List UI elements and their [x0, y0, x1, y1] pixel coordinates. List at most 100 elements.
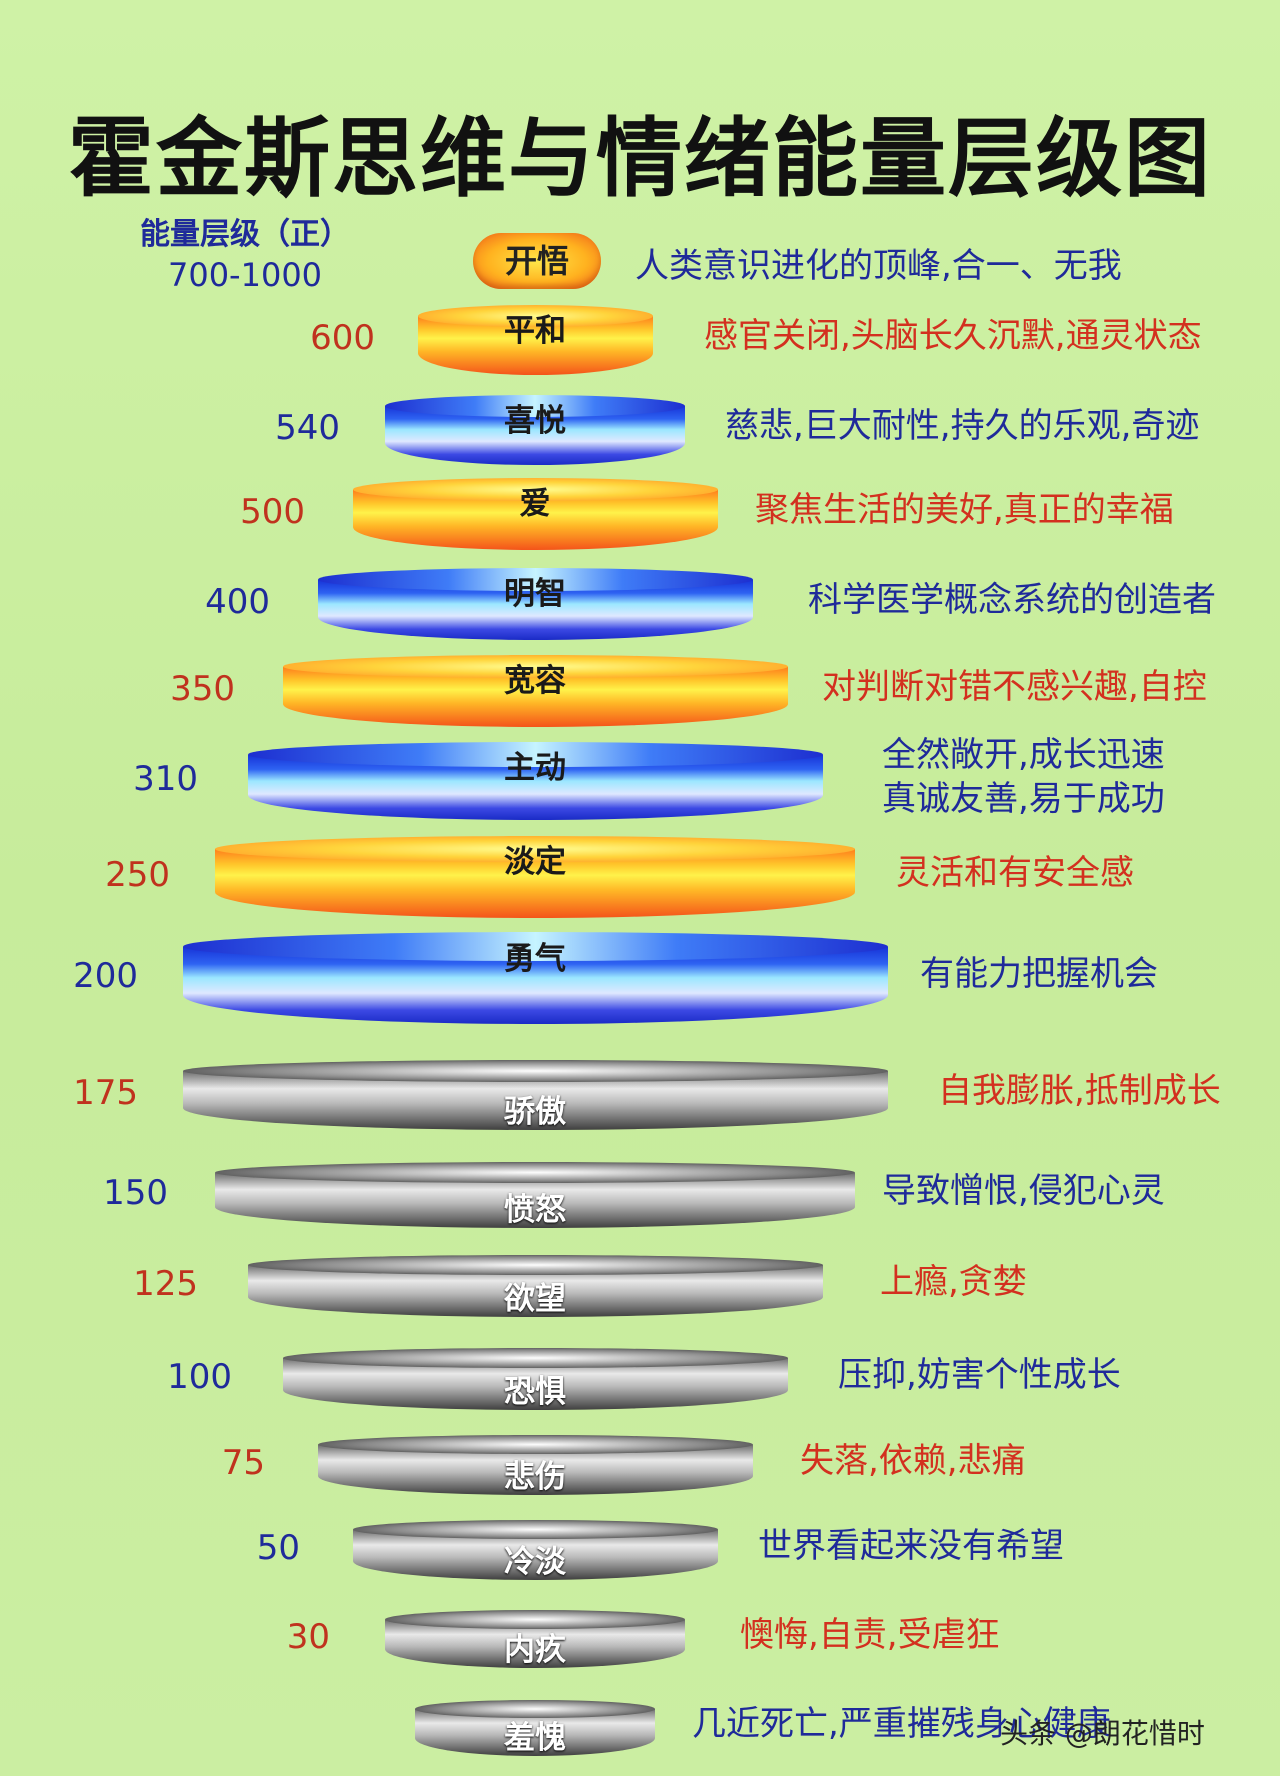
band-top-ellipse: [385, 395, 685, 417]
level-band-11: 欲望: [247, 1255, 823, 1317]
band-top-ellipse: [317, 1435, 753, 1454]
band-top-ellipse: [385, 1610, 685, 1629]
band-top-ellipse: [317, 568, 753, 591]
level-description: 科学医学概念系统的创造者: [808, 578, 1216, 622]
caption-line-2: 700-1000: [167, 256, 323, 294]
level-label: 内疚: [504, 1632, 566, 1668]
page-title: 霍金斯思维与情绪能量层级图: [68, 109, 1212, 209]
level-label: 勇气: [504, 940, 566, 977]
level-value: 125: [133, 1264, 198, 1304]
level-value: 540: [275, 408, 340, 448]
description-line: 世界看起来没有希望: [758, 1526, 1064, 1566]
band-top-ellipse: [247, 1255, 823, 1275]
level-description: 感官关闭,头脑长久沉默,通灵状态: [704, 314, 1202, 358]
level-description: 上瘾,贪婪: [880, 1260, 1027, 1304]
level-band-6: 主动: [247, 742, 823, 820]
description-line: 上瘾,贪婪: [880, 1262, 1027, 1302]
level-band-13: 悲伤: [317, 1435, 753, 1495]
description-line: 聚焦生活的美好,真正的幸福: [755, 490, 1174, 530]
level-value: 150: [103, 1173, 168, 1213]
description-line: 导致憎恨,侵犯心灵: [882, 1171, 1165, 1211]
level-value: 30: [286, 1617, 330, 1657]
level-value: 500: [240, 492, 305, 532]
level-label: 主动: [504, 750, 566, 786]
level-band-14: 冷淡: [352, 1520, 718, 1580]
energy-level-caption: 能量层级（正） 700-1000: [140, 215, 350, 295]
level-band-7: 淡定: [215, 836, 855, 918]
level-label: 平和: [504, 313, 566, 349]
level-label: 愤怒: [504, 1192, 566, 1228]
band-top-ellipse: [215, 1162, 855, 1183]
band-top-ellipse: [417, 305, 653, 327]
level-description: 压抑,妨害个性成长: [838, 1353, 1121, 1397]
level-description: 自我膨胀,抵制成长: [938, 1069, 1221, 1113]
level-description: 世界看起来没有希望: [758, 1524, 1064, 1568]
level-band-5: 宽容: [282, 655, 788, 727]
level-value: 250: [105, 855, 170, 895]
level-label: 冷淡: [504, 1544, 566, 1580]
band-top-ellipse: [182, 932, 888, 961]
level-label: 爱: [519, 486, 551, 522]
level-description: 导致憎恨,侵犯心灵: [882, 1169, 1165, 1213]
level-label: 骄傲: [504, 1094, 566, 1130]
level-label: 明智: [504, 576, 566, 612]
description-line: 懊悔,自责,受虐狂: [740, 1615, 1000, 1655]
level-band-1: 平和: [417, 305, 653, 375]
level-label: 恐惧: [504, 1374, 566, 1410]
level-description: 全然敞开,成长迅速真诚友善,易于成功: [882, 733, 1165, 821]
level-value: 600: [310, 318, 375, 358]
level-band-10: 愤怒: [215, 1162, 855, 1228]
level-description: 懊悔,自责,受虐狂: [740, 1613, 1000, 1657]
watermark: 头条 @朗花惜时: [1000, 1717, 1205, 1750]
band-top-ellipse: [282, 1348, 788, 1368]
description-line: 真诚友善,易于成功: [882, 779, 1165, 819]
level-band-4: 明智: [317, 568, 753, 640]
band-top-ellipse: [247, 742, 823, 767]
level-band-2: 喜悦: [385, 395, 685, 465]
level-label: 羞愧: [504, 1720, 566, 1756]
level-description: 对判断对错不感兴趣,自控: [822, 665, 1207, 709]
level-value: 50: [256, 1528, 300, 1568]
level-description: 有能力把握机会: [920, 952, 1158, 996]
description-line: 对判断对错不感兴趣,自控: [822, 667, 1207, 707]
band-top-ellipse: [352, 478, 718, 501]
description-line: 压抑,妨害个性成长: [838, 1355, 1121, 1395]
level-band-15: 内疚: [385, 1610, 685, 1668]
top-level-badge: 开悟: [473, 233, 601, 289]
description-line: 科学医学概念系统的创造者: [808, 580, 1216, 620]
band-top-ellipse: [352, 1520, 718, 1539]
band-top-ellipse: [182, 1060, 888, 1082]
level-value: 75: [221, 1443, 265, 1483]
level-label: 淡定: [504, 844, 566, 880]
level-value: 200: [73, 956, 138, 996]
level-label: 欲望: [504, 1281, 566, 1317]
level-band-9: 骄傲: [182, 1060, 888, 1130]
description-line: 慈悲,巨大耐性,持久的乐观,奇迹: [725, 406, 1200, 446]
level-description: 失落,依赖,悲痛: [800, 1439, 1026, 1483]
level-value: 175: [73, 1073, 138, 1113]
level-band-3: 爱: [352, 478, 718, 550]
description-line: 几近死亡,严重摧残身心健康: [692, 1704, 1111, 1744]
level-label: 喜悦: [504, 403, 566, 439]
description-line: 灵活和有安全感: [896, 853, 1134, 893]
band-top-ellipse: [282, 655, 788, 678]
level-description: 灵活和有安全感: [896, 851, 1134, 895]
band-top-ellipse: [215, 836, 855, 862]
description-line: 全然敞开,成长迅速: [882, 735, 1165, 775]
level-value: 100: [167, 1357, 232, 1397]
band-top-ellipse: [415, 1700, 655, 1718]
level-value: 400: [205, 582, 270, 622]
level-value: 310: [133, 759, 198, 799]
description-line: 有能力把握机会: [920, 954, 1158, 994]
level-description: 慈悲,巨大耐性,持久的乐观,奇迹: [725, 404, 1199, 448]
level-description: 聚焦生活的美好,真正的幸福: [755, 488, 1174, 532]
caption-line-1: 能量层级（正）: [140, 217, 350, 252]
level-label: 悲伤: [504, 1459, 566, 1495]
level-label: 宽容: [504, 663, 566, 699]
top-level-description: 人类意识进化的顶峰,合一、无我: [635, 246, 1122, 286]
description-line: 自我膨胀,抵制成长: [938, 1071, 1221, 1111]
level-band-16: 羞愧: [415, 1700, 655, 1756]
level-value: 350: [170, 669, 235, 709]
level-band-8: 勇气: [182, 932, 888, 1024]
